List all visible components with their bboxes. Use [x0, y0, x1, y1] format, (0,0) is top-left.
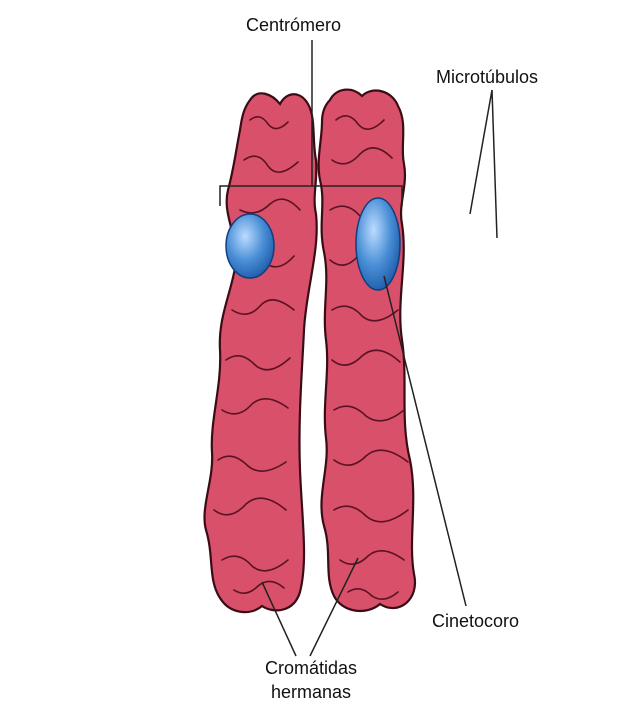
microtubules-label: Microtúbulos: [436, 66, 538, 88]
sister-chromatids-label: Cromátidas hermanas: [226, 656, 396, 704]
kinetochore-left: [226, 214, 274, 278]
kinetochore-right: [356, 198, 400, 290]
chromatid-right: [319, 90, 415, 611]
sister-chromatids-label-line2: hermanas: [226, 680, 396, 704]
centromere-label: Centrómero: [246, 14, 341, 36]
microtubules-leaders: [470, 90, 497, 238]
chromatid-left: [204, 93, 316, 612]
sister-chromatids-label-line1: Cromátidas: [226, 656, 396, 680]
kinetochore-label: Cinetocoro: [432, 610, 519, 632]
microtubules-left: [10, 218, 240, 274]
